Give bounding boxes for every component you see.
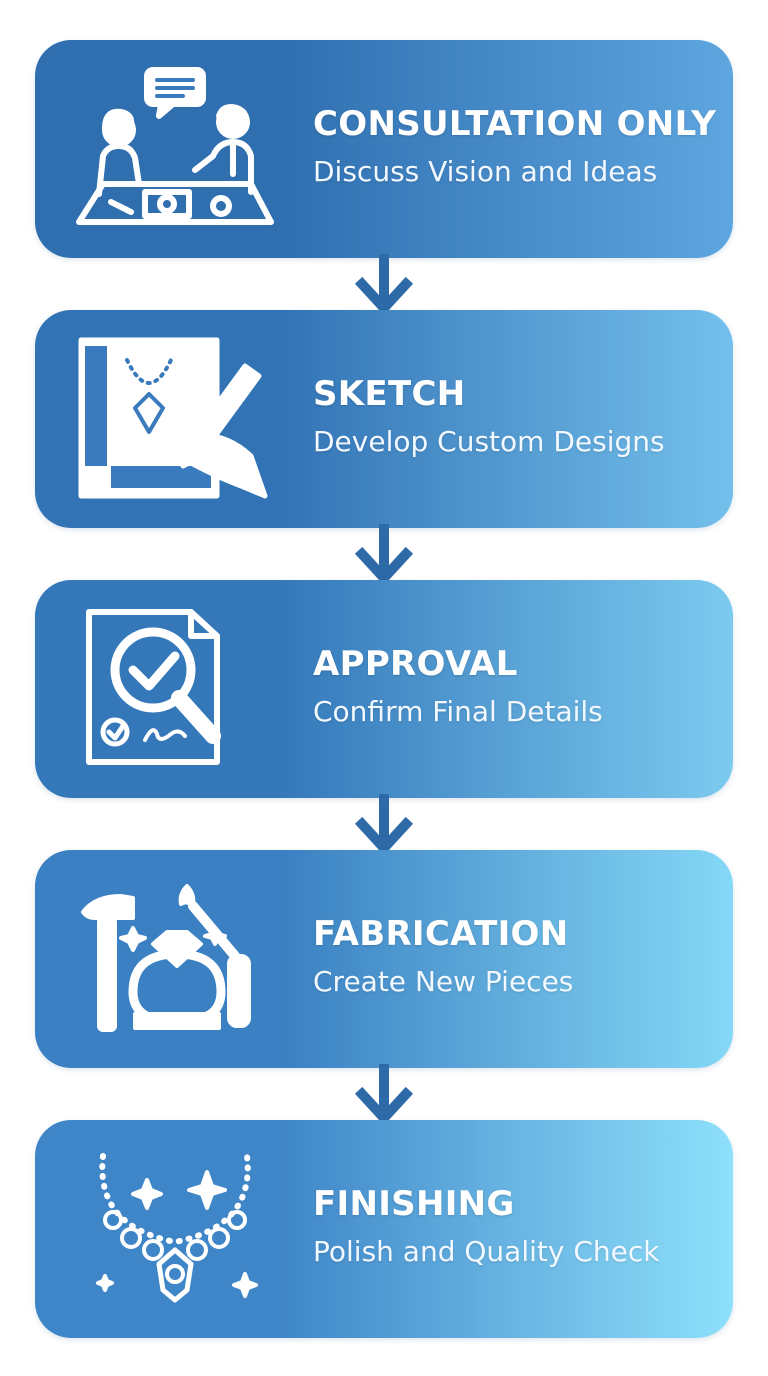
step-title: APPROVAL bbox=[313, 644, 518, 684]
step-card-approval: APPROVAL Confirm Final Details bbox=[35, 580, 733, 798]
arrow-down-icon bbox=[352, 794, 416, 866]
step-title: CONSULTATION ONLY bbox=[313, 104, 717, 144]
arrow-down-icon bbox=[352, 1064, 416, 1136]
step-card-consultation: CONSULTATION ONLY Discuss Vision and Ide… bbox=[35, 40, 733, 258]
step-subtitle: Confirm Final Details bbox=[313, 695, 603, 728]
sketch-icon bbox=[75, 336, 275, 502]
arrow-down-icon bbox=[352, 254, 416, 326]
consultation-icon bbox=[75, 66, 275, 232]
step-card-fabrication: FABRICATION Create New Pieces bbox=[35, 850, 733, 1068]
step-subtitle: Discuss Vision and Ideas bbox=[313, 155, 658, 188]
step-subtitle: Polish and Quality Check bbox=[313, 1235, 660, 1268]
step-card-sketch: SKETCH Develop Custom Designs bbox=[35, 310, 733, 528]
step-card-finishing: FINISHING Polish and Quality Check bbox=[35, 1120, 733, 1338]
step-title: SKETCH bbox=[313, 374, 466, 414]
step-title: FABRICATION bbox=[313, 914, 569, 954]
step-subtitle: Create New Pieces bbox=[313, 965, 574, 998]
step-subtitle: Develop Custom Designs bbox=[313, 425, 665, 458]
approval-icon bbox=[75, 606, 275, 772]
step-title: FINISHING bbox=[313, 1184, 515, 1224]
fabrication-icon bbox=[75, 876, 275, 1042]
arrow-down-icon bbox=[352, 524, 416, 596]
finishing-icon bbox=[75, 1146, 275, 1312]
